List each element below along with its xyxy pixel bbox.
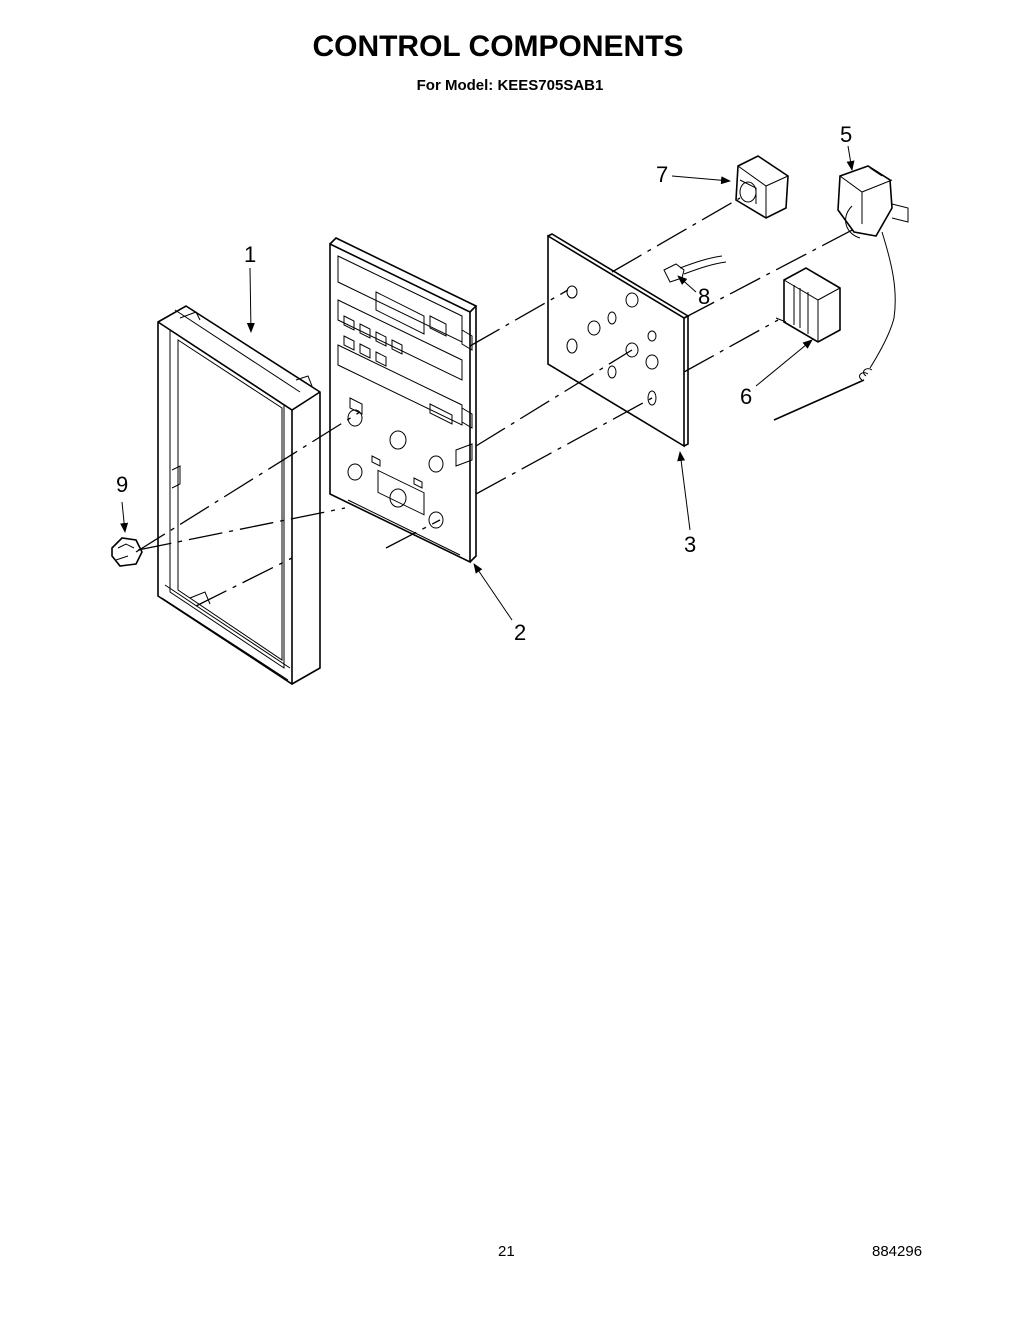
part-7-relay bbox=[735, 155, 789, 219]
part-5-switch bbox=[837, 165, 909, 369]
model-subtitle: For Model: KEES705SAB1 bbox=[416, 77, 604, 94]
svg-text:5: 5 bbox=[840, 122, 852, 147]
document-number: 884296 bbox=[872, 1243, 923, 1260]
callout-6: 6 bbox=[740, 339, 813, 409]
part-1-frame bbox=[157, 305, 321, 685]
callout-1: 1 bbox=[244, 242, 256, 333]
callout-3: 3 bbox=[677, 451, 696, 557]
assembly-lines bbox=[135, 197, 857, 607]
svg-text:7: 7 bbox=[656, 162, 668, 187]
page-title: CONTROL COMPONENTS bbox=[312, 30, 684, 63]
part-8-connector bbox=[663, 255, 727, 283]
part-9-knob bbox=[111, 537, 143, 567]
part-2-control-panel bbox=[329, 237, 478, 564]
svg-text:3: 3 bbox=[684, 532, 696, 557]
callout-5: 5 bbox=[840, 122, 855, 171]
part-6-transformer bbox=[775, 267, 841, 343]
part-3-circuit-board bbox=[547, 233, 690, 448]
wire-break bbox=[773, 368, 873, 421]
callout-7: 7 bbox=[656, 162, 731, 187]
svg-text:9: 9 bbox=[116, 472, 128, 497]
callout-2: 2 bbox=[473, 563, 526, 645]
callout-9: 9 bbox=[116, 472, 128, 533]
svg-text:6: 6 bbox=[740, 384, 752, 409]
svg-text:8: 8 bbox=[698, 284, 710, 309]
svg-text:1: 1 bbox=[244, 242, 256, 267]
page-number: 21 bbox=[498, 1243, 515, 1260]
callout-8: 8 bbox=[677, 275, 710, 309]
svg-text:2: 2 bbox=[514, 620, 526, 645]
